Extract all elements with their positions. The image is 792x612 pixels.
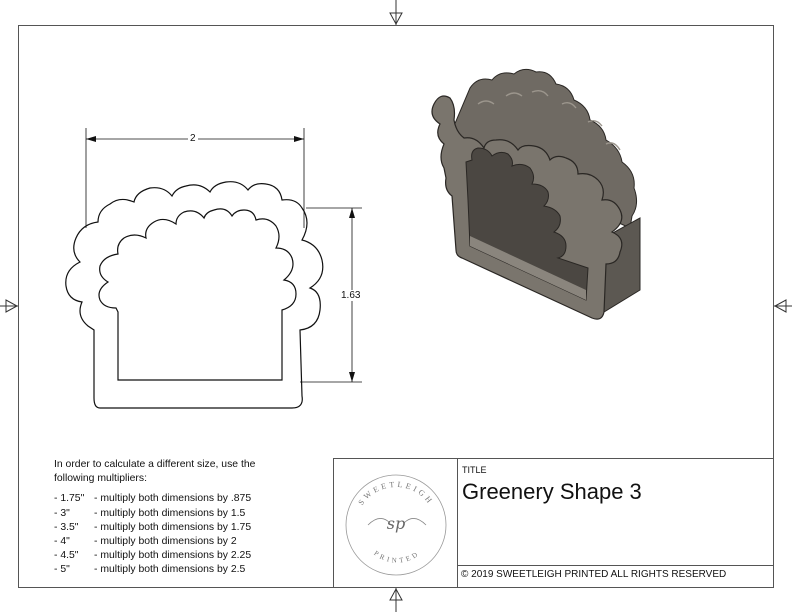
note-row: - 4"- multiply both dimensions by 2 (54, 536, 237, 548)
note-row: - 3.5"- multiply both dimensions by 1.75 (54, 521, 252, 533)
drawing-title: Greenery Shape 3 (462, 479, 642, 504)
note-intro: In order to calculate a different size, … (54, 459, 256, 485)
note-row: - 4.5"- multiply both dimensions by 2.25 (54, 550, 252, 562)
title-cell: TITLE Greenery Shape 3 (458, 458, 774, 566)
svg-text:PRINTED: PRINTED (372, 549, 421, 564)
note-row: - 5"- multiply both dimensions by 2.5 (54, 564, 246, 576)
size-multiplier-note: In order to calculate a different size, … (54, 458, 284, 578)
width-dimension: 2 (188, 133, 198, 144)
logo-top-text: SWEETLEIGH (356, 480, 432, 507)
logo-cell: SWEETLEIGH PRINTED sp (333, 458, 458, 588)
outer-outline (65, 181, 324, 409)
sweetleigh-logo: SWEETLEIGH PRINTED sp (345, 474, 447, 576)
logo-bottom-text: PRINTED (372, 549, 418, 564)
copyright-text: © 2019 SWEETLEIGH PRINTED ALL RIGHTS RES… (458, 566, 774, 588)
note-row: - 3"- multiply both dimensions by 1.5 (54, 507, 246, 519)
logo-monogram: sp (387, 514, 405, 533)
svg-text:SWEETLEIGH: SWEETLEIGH (356, 480, 435, 507)
inner-outline (98, 208, 297, 381)
title-label: TITLE (462, 465, 487, 475)
title-block: SWEETLEIGH PRINTED sp TITLE Greenery Sha… (333, 458, 774, 588)
note-row: - 1.75"- multiply both dimensions by .87… (54, 493, 252, 505)
height-dimension: 1.63 (339, 290, 363, 301)
